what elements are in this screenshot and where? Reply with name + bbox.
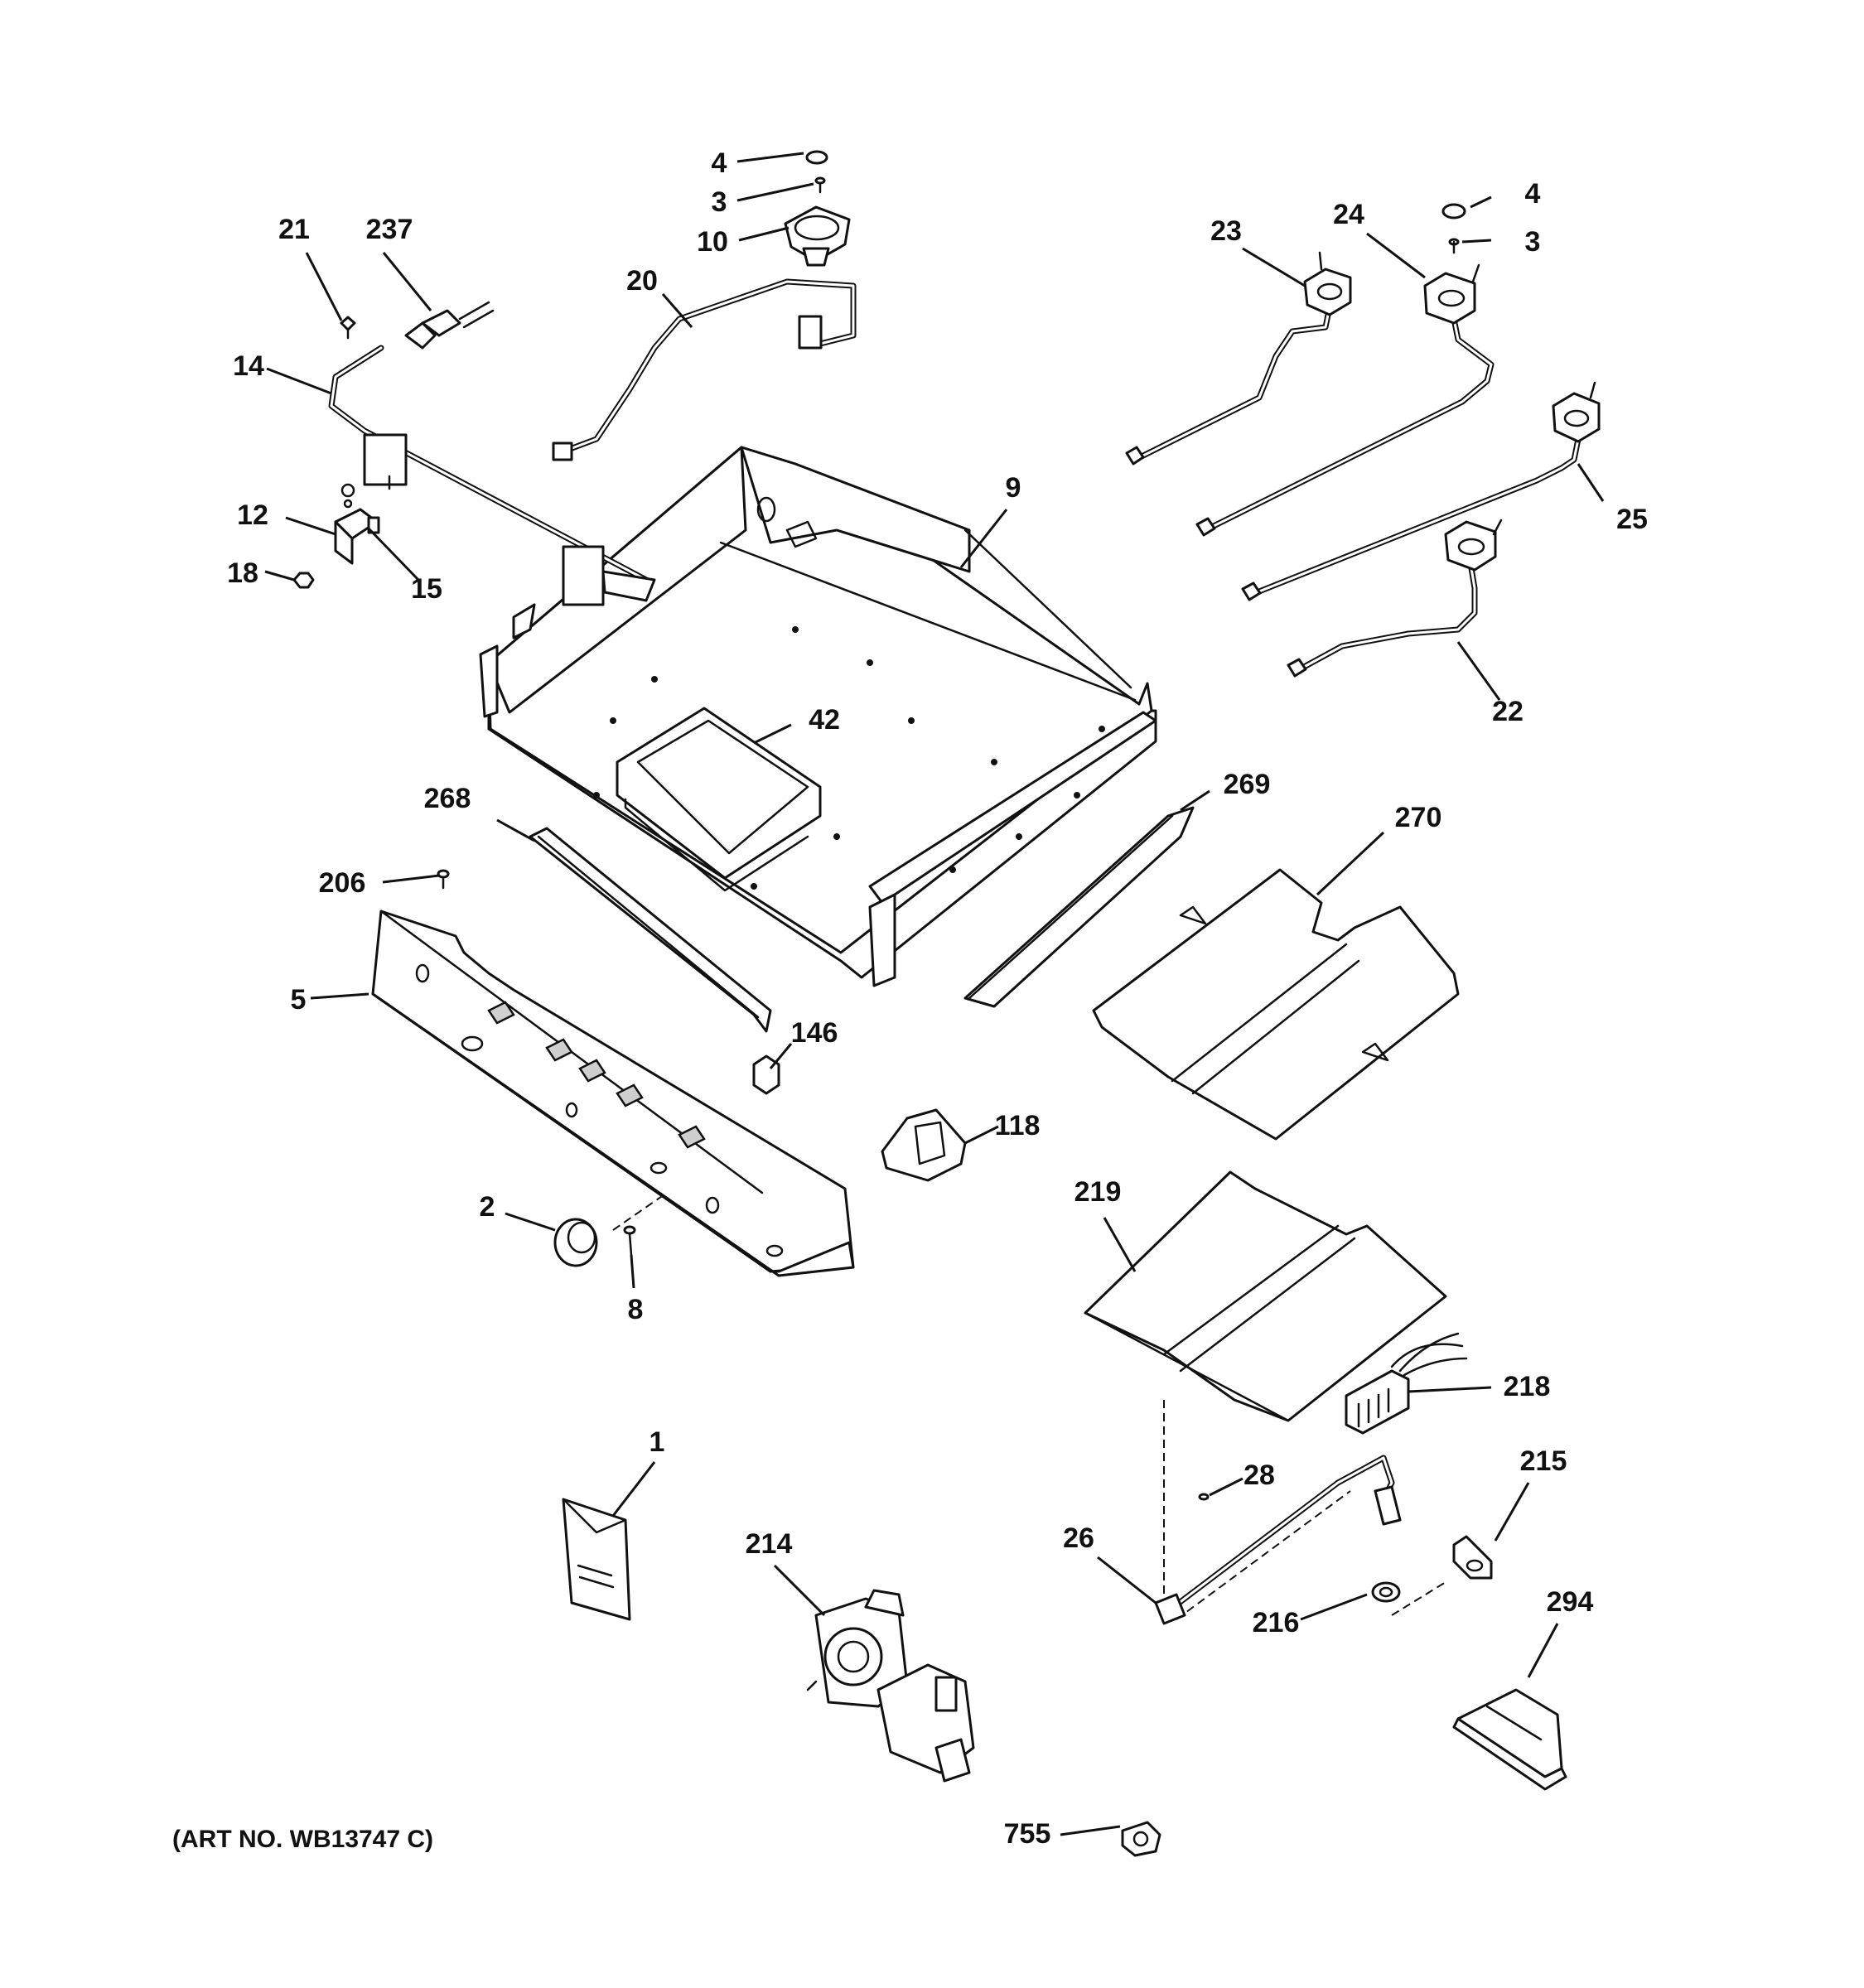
callout-237: 237	[366, 214, 413, 245]
part-14-burner-tube	[328, 345, 656, 606]
part-22-valve-tube	[1287, 519, 1503, 678]
callout-18: 18	[227, 557, 258, 589]
part-1-literature-envelope	[562, 1498, 631, 1621]
callout-214: 214	[746, 1528, 793, 1560]
callout-24: 24	[1333, 199, 1364, 230]
part-5-manifold-panel	[371, 910, 855, 1277]
part-8-screw	[612, 1192, 668, 1257]
callout-269: 269	[1224, 769, 1271, 800]
callout-4a: 4	[712, 147, 727, 179]
part-216-nut	[1371, 1581, 1401, 1603]
callout-25: 25	[1616, 504, 1648, 535]
part-214-regulator	[806, 1589, 975, 1783]
part-28-screw	[1198, 1493, 1210, 1501]
callout-8: 8	[628, 1294, 644, 1325]
part-25-valve-tube	[1241, 381, 1601, 601]
callout-14: 14	[233, 350, 264, 382]
part-118-bracket	[881, 1108, 967, 1182]
leader-lines	[264, 152, 1605, 1836]
callout-10: 10	[697, 226, 728, 258]
callout-23: 23	[1210, 215, 1242, 247]
part-10-burner-base	[784, 205, 851, 267]
part-269-side-strip	[963, 806, 1195, 1008]
callout-labels: 4 3 10 20 21 237 14 12 18 15 9 23 24 4 3…	[227, 147, 1648, 1850]
callout-146: 146	[791, 1017, 838, 1049]
part-26-oven-burner	[1154, 1455, 1402, 1625]
part-294-bracket	[1452, 1688, 1567, 1791]
callout-5: 5	[291, 984, 307, 1016]
part-237-orifice-fitting	[404, 301, 495, 350]
part-268-side-strip	[529, 827, 772, 1033]
part-24-valve-tube	[1195, 263, 1495, 537]
callout-219: 219	[1074, 1176, 1122, 1208]
callout-3b: 3	[1525, 226, 1541, 258]
part-215-bracket	[1452, 1535, 1493, 1580]
callout-28: 28	[1243, 1460, 1275, 1491]
callout-270: 270	[1395, 802, 1442, 833]
part-755-thermostat	[1121, 1821, 1161, 1857]
callout-218: 218	[1504, 1371, 1551, 1402]
assembly-line-216-215	[1391, 1581, 1446, 1616]
callout-26: 26	[1063, 1522, 1094, 1554]
part-270-heat-shield	[1092, 868, 1460, 1141]
callout-3a: 3	[712, 186, 727, 218]
callout-268: 268	[424, 783, 471, 814]
part-12-bracket	[334, 483, 380, 565]
part-218-igniter-module	[1345, 1332, 1468, 1435]
callout-15: 15	[411, 573, 442, 605]
callout-12: 12	[237, 499, 268, 531]
callout-21: 21	[278, 214, 310, 245]
callout-2: 2	[480, 1191, 495, 1223]
part-3-screw-right	[1448, 238, 1460, 254]
part-21-screw	[340, 316, 356, 340]
part-23-valve-tube	[1125, 251, 1352, 466]
part-18-nut	[292, 572, 315, 589]
part-42-cover-plate	[616, 707, 822, 892]
part-206-screw	[437, 869, 450, 890]
art-number: (ART NO. WB13747 C)	[172, 1826, 433, 1853]
part-2-knob	[553, 1218, 598, 1267]
callout-215: 215	[1520, 1445, 1567, 1477]
callout-118: 118	[995, 1110, 1041, 1141]
part-20-gas-tube	[552, 278, 857, 461]
callout-42: 42	[809, 704, 840, 736]
part-4-nut-top	[805, 150, 828, 165]
callout-1: 1	[650, 1426, 665, 1458]
callout-294: 294	[1547, 1586, 1594, 1618]
callout-9: 9	[1006, 472, 1021, 504]
part-3-screw-top	[814, 176, 826, 194]
callout-216: 216	[1253, 1607, 1300, 1638]
part-4-nut-right	[1441, 203, 1466, 220]
callout-22: 22	[1492, 696, 1524, 727]
part-219-heat-shield	[1084, 1170, 1447, 1422]
callout-20: 20	[626, 265, 658, 297]
callout-206: 206	[319, 867, 366, 899]
callout-4b: 4	[1525, 178, 1541, 210]
callout-755: 755	[1004, 1818, 1051, 1850]
